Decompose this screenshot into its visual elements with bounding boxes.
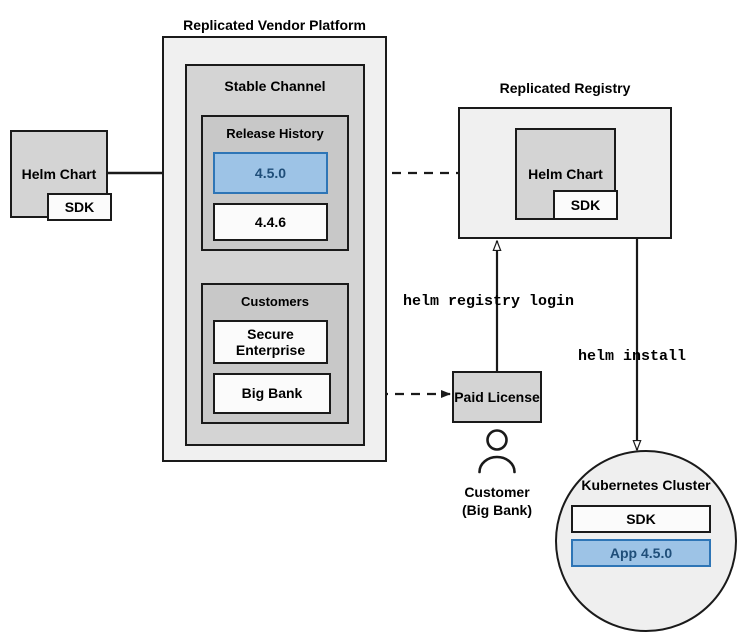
source-helm-chart-label: Helm Chart [21,165,97,182]
paid-license-box: Paid License [452,371,542,423]
cluster-component-label: SDK [626,510,656,527]
release-history-title: Release History [226,126,324,141]
registry-sdk-box: SDK [553,190,618,220]
source-sdk-label: SDK [64,198,95,215]
command-helm-install: helm install [578,348,687,365]
registry-title: Replicated Registry [499,80,631,96]
customer-item-secure-enterprise[interactable]: Secure Enterprise [213,320,328,364]
customer-actor-label-line2: (Big Bank) [462,502,532,518]
customer-actor-label-line1: Customer [464,484,530,500]
kubernetes-cluster-title: Kubernetes Cluster [581,477,711,493]
release-item-4-5-0[interactable]: 4.5.0 [213,152,328,194]
platform-title: Replicated Vendor Platform [183,17,366,33]
customer-item-big-bank[interactable]: Big Bank [213,373,331,414]
release-version-label: 4.4.6 [254,213,287,230]
paid-license-label: Paid License [454,388,540,405]
registry-helm-chart-label: Helm Chart [528,165,603,182]
customers-title: Customers [241,294,309,309]
source-sdk-box: SDK [47,193,112,221]
cluster-component-sdk[interactable]: SDK [571,505,711,533]
cluster-component-app[interactable]: App 4.5.0 [571,539,711,567]
customer-name-label: Big Bank [241,385,303,402]
stable-channel-title: Stable Channel [224,78,326,94]
customer-name-label: Secure Enterprise [235,325,306,358]
cluster-component-label: App 4.5.0 [609,544,673,561]
release-version-label: 4.5.0 [254,164,287,181]
registry-sdk-label: SDK [570,196,601,213]
release-item-4-4-6[interactable]: 4.4.6 [213,203,328,241]
person-icon [478,429,516,474]
command-helm-registry-login: helm registry login [403,293,575,310]
